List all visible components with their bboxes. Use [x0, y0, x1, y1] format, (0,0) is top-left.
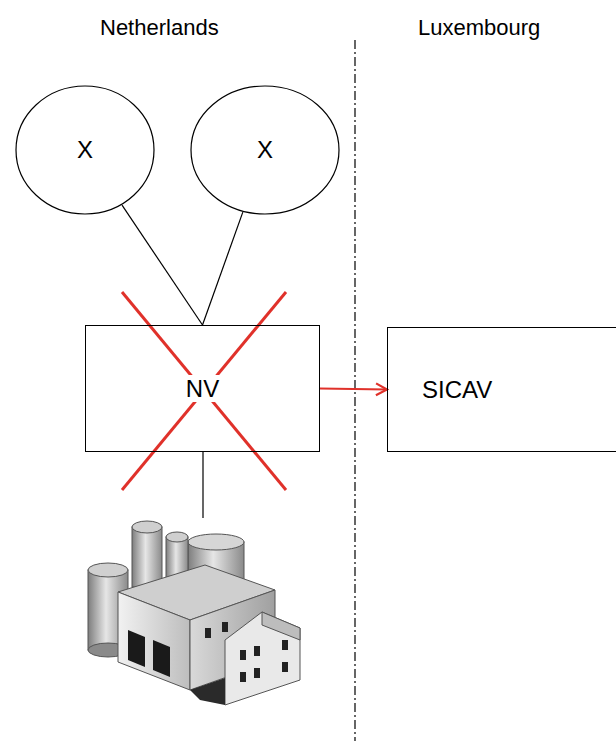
connector: [122, 205, 202, 325]
node-text: SICAV: [422, 376, 492, 404]
country-label: Luxembourg: [418, 15, 540, 41]
connector-line: [203, 212, 243, 325]
owner-ellipse: X: [15, 85, 155, 215]
country-label: Netherlands: [100, 15, 219, 41]
fund-box: SICAV: [387, 327, 616, 452]
owner-ellipse: X: [190, 85, 340, 215]
connector: [203, 212, 243, 325]
node-text: NV: [183, 375, 222, 403]
company-box: NV: [85, 325, 320, 452]
node-text: X: [77, 136, 93, 164]
arrow-head: [376, 383, 387, 395]
connector: [320, 383, 387, 395]
connector-line: [122, 205, 202, 325]
connector-line: [320, 389, 387, 390]
node-text: X: [257, 136, 273, 164]
